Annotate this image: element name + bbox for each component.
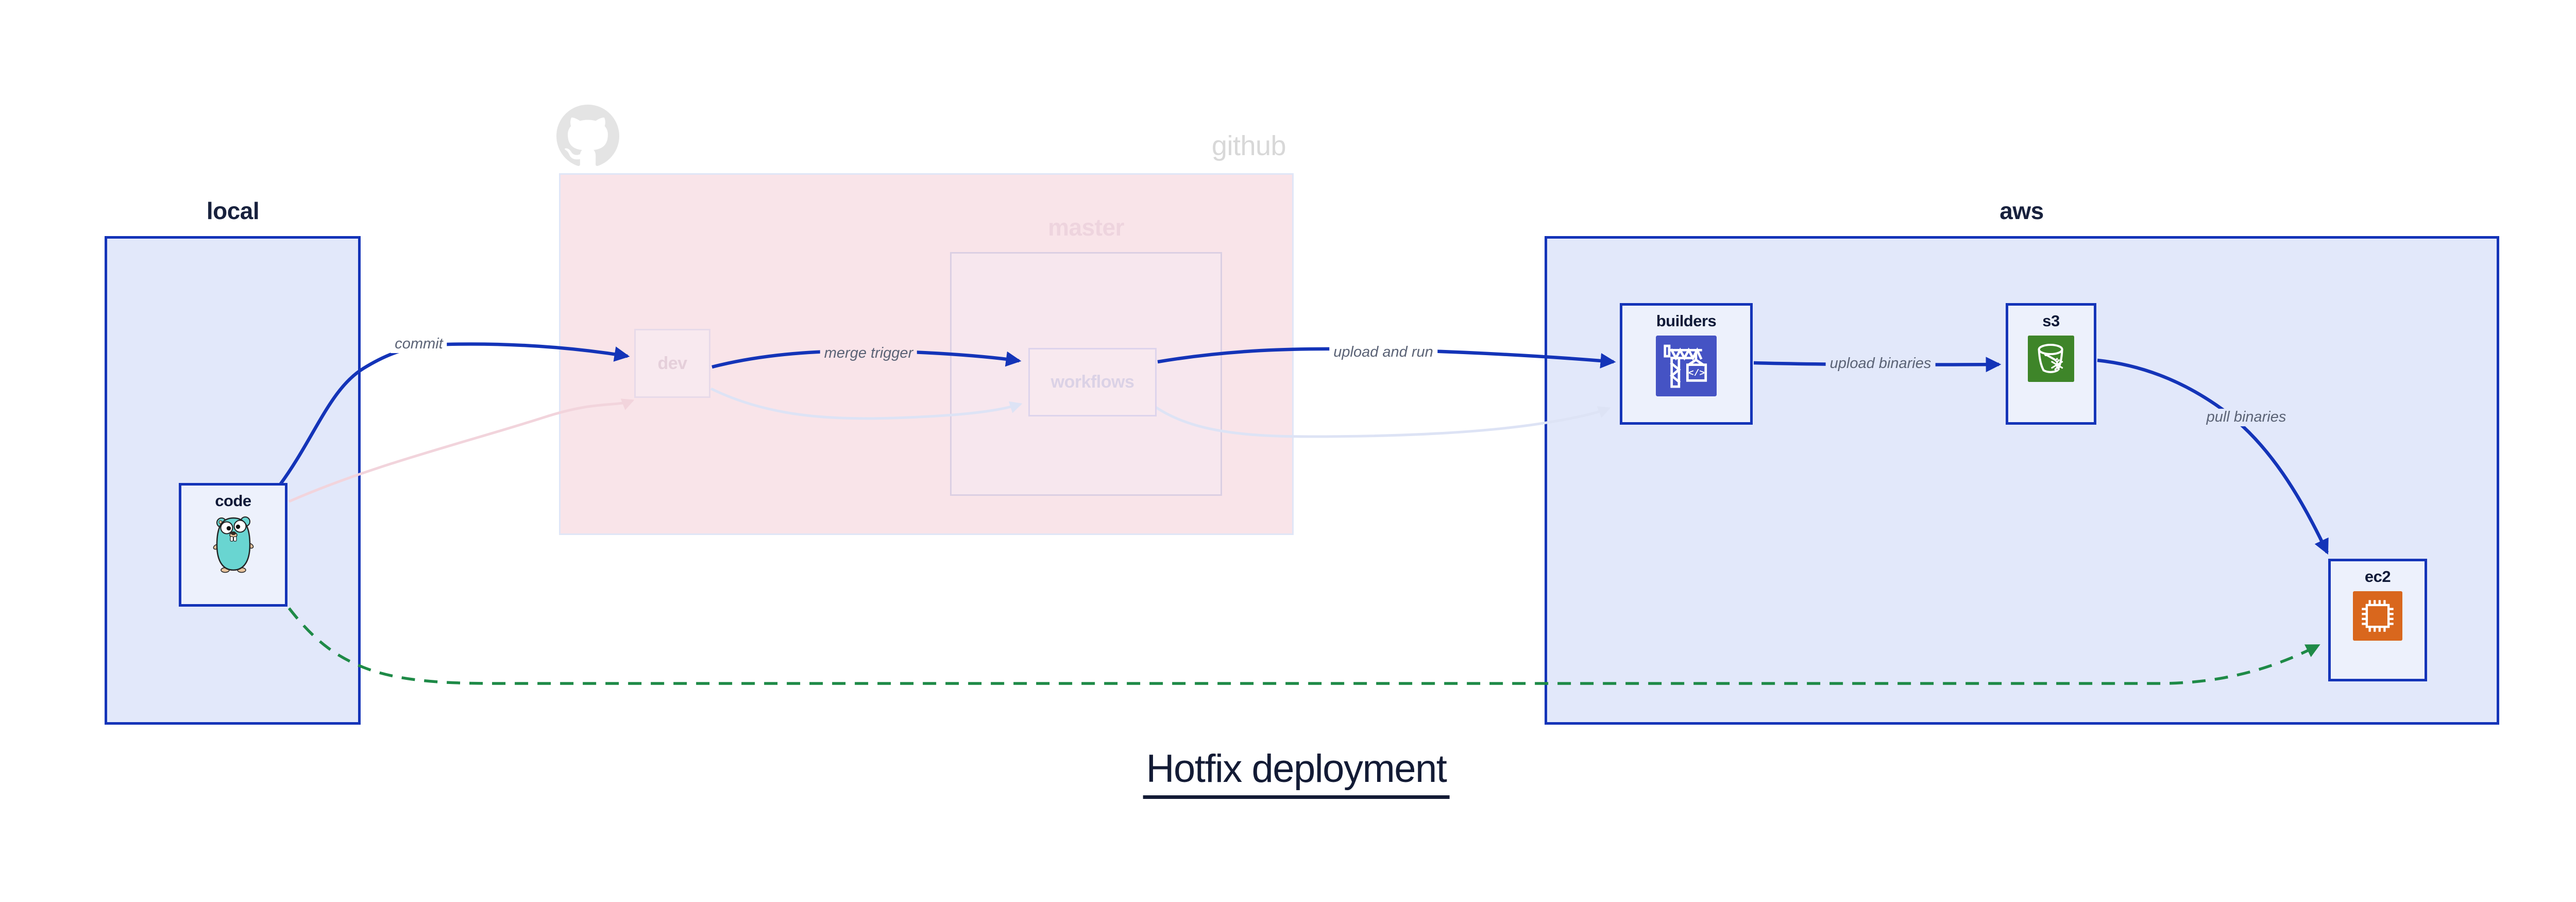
node-ec2: ec2 — [2328, 559, 2427, 681]
master-label: master — [1048, 214, 1124, 241]
edge-workflows-builders-faded — [1149, 402, 1611, 438]
node-builders-label: builders — [1656, 312, 1717, 330]
edge-label-commit: commit — [391, 336, 447, 353]
node-s3: s3 — [2006, 303, 2096, 425]
node-ec2-label: ec2 — [2364, 567, 2391, 586]
edge-pull-binaries — [2097, 358, 2329, 555]
edge-hotfix-dashed — [287, 607, 2320, 685]
edge-dev-workflows-faded — [710, 387, 1023, 420]
edge-label-upload-and-run: upload and run — [1329, 344, 1437, 361]
node-code: code — [179, 483, 287, 607]
github-label: github — [1211, 130, 1286, 161]
edge-label-pull-binaries: pull binaries — [2202, 409, 2291, 426]
edge-label-upload-binaries: upload binaries — [1825, 355, 1936, 373]
local-label: local — [206, 197, 260, 224]
node-code-label: code — [215, 492, 251, 510]
edge-commit-faded — [288, 398, 635, 503]
node-workflows-label: workflows — [1050, 372, 1134, 392]
svg-text:</>: </> — [1688, 369, 1705, 379]
edge-label-merge-trigger: merge trigger — [820, 345, 918, 362]
ec2-chip-icon — [2353, 591, 2402, 643]
node-builders: builders </> — [1620, 303, 1753, 425]
aws-label: aws — [1999, 197, 2044, 224]
node-s3-label: s3 — [2042, 312, 2060, 330]
go-gopher-icon — [213, 515, 254, 576]
node-dev: dev — [634, 329, 710, 398]
node-workflows: workflows — [1028, 348, 1157, 416]
local-container — [105, 236, 361, 725]
edge-commit — [278, 342, 630, 486]
octocat-icon — [556, 105, 619, 166]
s3-glacier-bucket-icon — [2028, 336, 2074, 385]
node-dev-label: dev — [657, 353, 687, 373]
diagram-title: Hotfix deployment — [1143, 746, 1450, 799]
aws-codebuild-icon: </> — [1656, 336, 1717, 399]
